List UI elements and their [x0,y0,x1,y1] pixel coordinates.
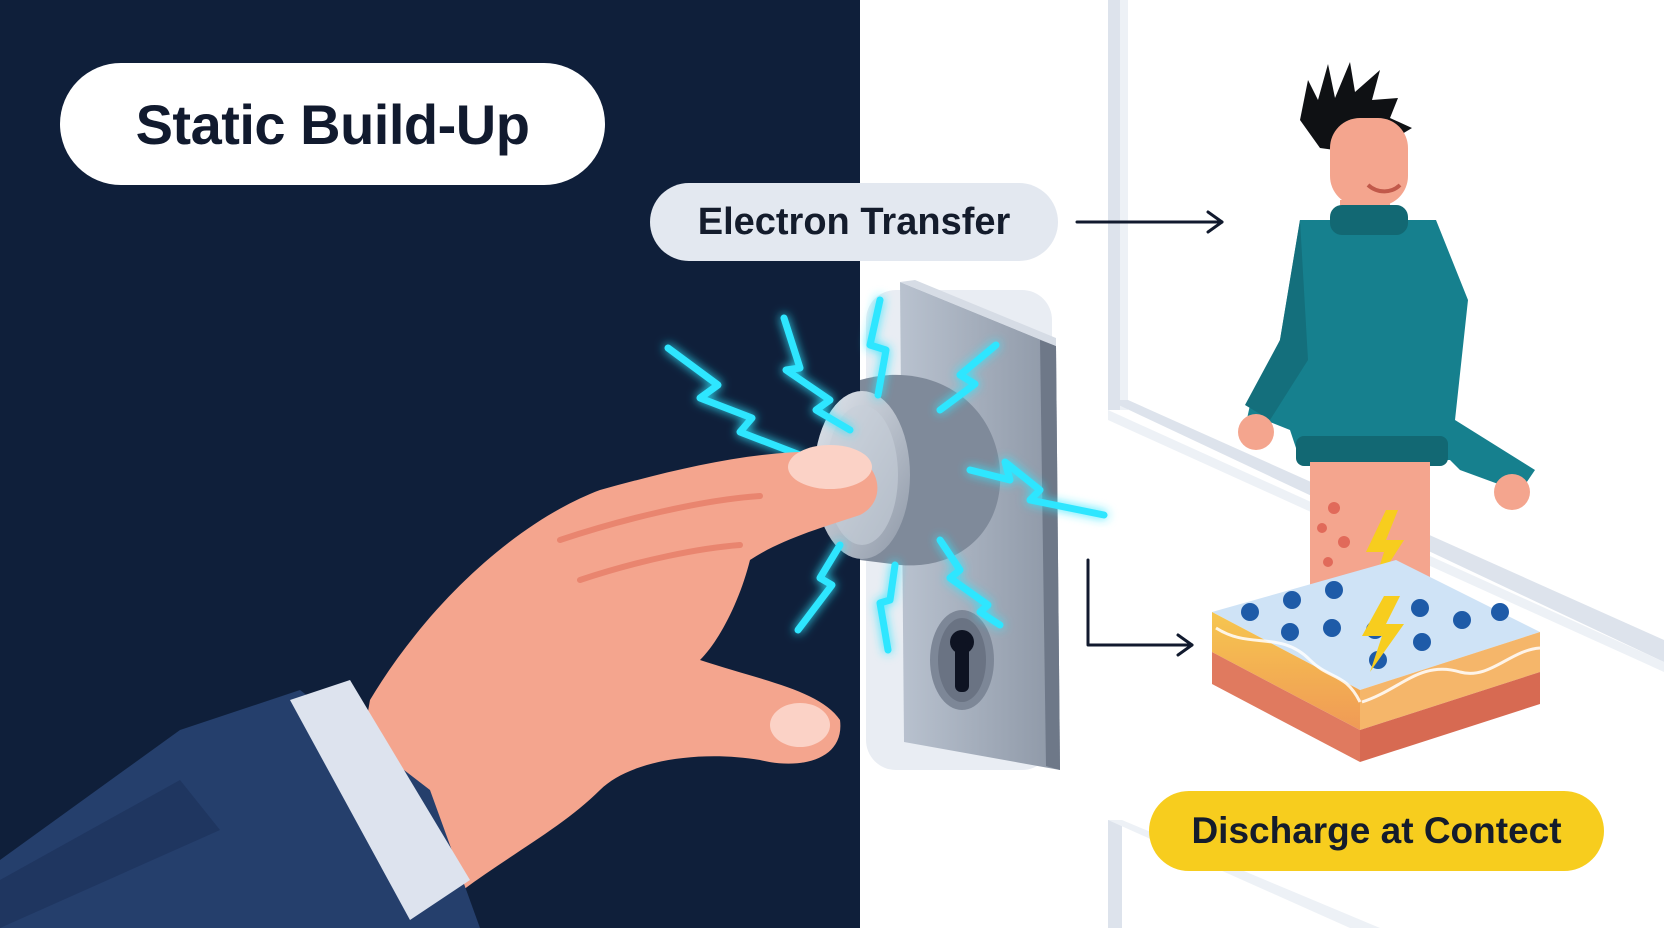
arrow-right-icon [1075,210,1224,234]
person-figure [1238,62,1535,622]
static-buildup-label: Static Build-Up [60,63,605,185]
suit-sleeve [0,680,480,928]
electron-transfer-label: Electron Transfer [650,183,1058,261]
skin-layer-block [1212,560,1541,762]
lightning-bolt-icon [1362,596,1404,672]
discharge-label: Discharge at Contect [1149,791,1604,871]
elbow-arrow-icon [1086,558,1194,657]
pointing-hand [330,445,878,928]
lightning-bolt-icon [1366,510,1404,590]
keyhole-icon [930,610,994,710]
electric-sparks [664,296,1108,654]
room-background [860,0,1664,928]
